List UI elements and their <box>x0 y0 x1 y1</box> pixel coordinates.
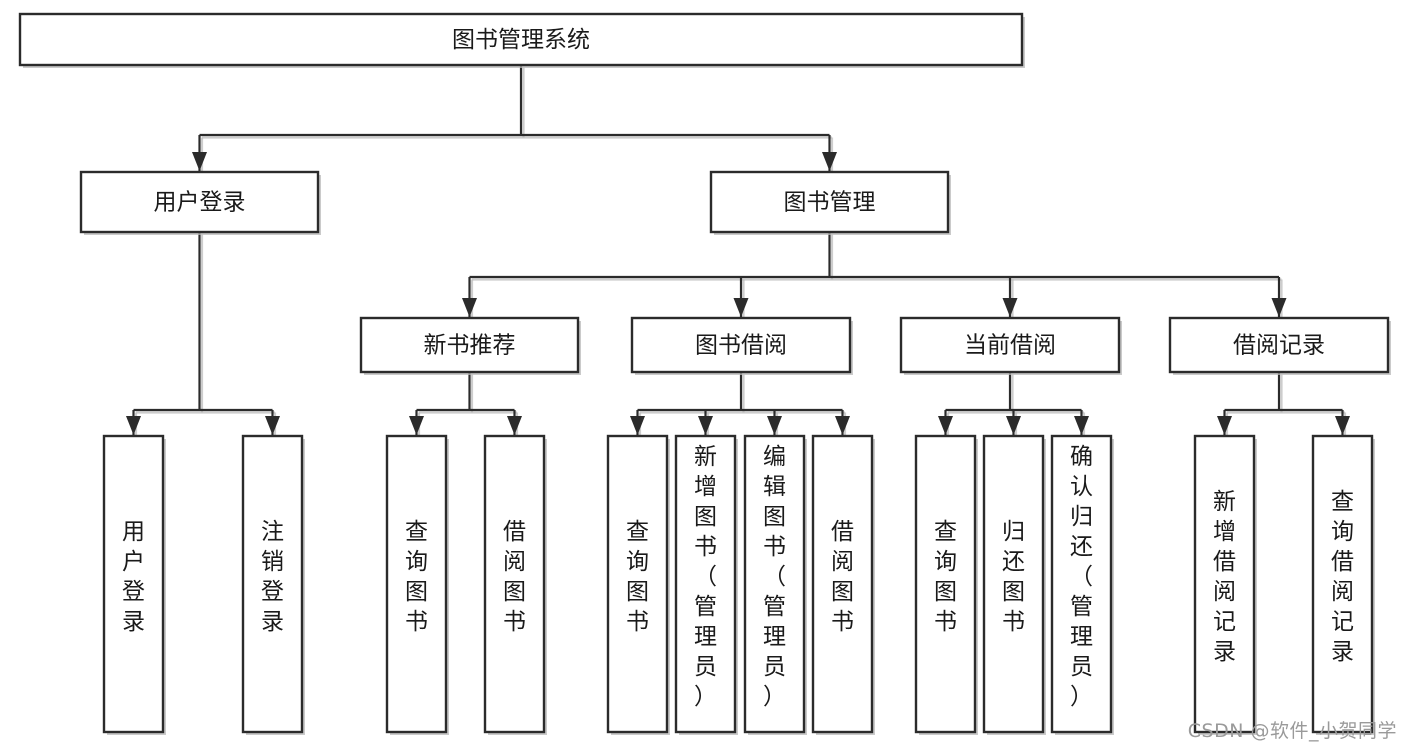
node-label: 新书推荐 <box>424 333 516 359</box>
leaf-node-box[interactable]: 借阅图书 <box>483 434 547 735</box>
arrow-head-icon <box>835 416 850 435</box>
arrow-head-icon <box>192 152 207 171</box>
leaf-node-box[interactable]: 查询借阅记录 <box>1311 434 1375 735</box>
arrow-head-icon <box>409 416 424 435</box>
arrow-head-icon <box>767 416 782 435</box>
arrow-head-icon <box>507 416 522 435</box>
arrow-head-icon <box>1271 298 1287 317</box>
arrow-head-icon <box>462 298 477 317</box>
node-label: 查询图书 <box>934 519 957 635</box>
node-label: 查询借阅记录 <box>1331 489 1354 665</box>
node-label: 借阅记录 <box>1233 333 1325 359</box>
node-label: 图书管理系统 <box>452 27 590 53</box>
node-root-图书管理系统[interactable]: 图书管理系统 <box>18 12 1025 68</box>
node-label: 确认归还（管理员） <box>1070 444 1093 710</box>
leaf-node-box[interactable]: 查询图书 <box>385 434 449 735</box>
leaf-node-box[interactable]: 注销登录 <box>241 434 305 735</box>
node-label: 用户登录 <box>122 519 145 635</box>
leaf-node-box[interactable]: 新增借阅记录 <box>1193 434 1257 735</box>
leaf-node-box[interactable]: 查询图书 <box>606 434 670 735</box>
node-label: 借阅图书 <box>831 519 854 635</box>
arrow-head-icon <box>1074 416 1089 435</box>
node-label: 编辑图书（管理员） <box>763 444 786 710</box>
node-label: 用户登录 <box>154 190 246 216</box>
node-label: 新增图书（管理员） <box>694 444 717 710</box>
arrow-head-icon <box>630 416 645 435</box>
node-借阅记录[interactable]: 借阅记录 <box>1168 316 1391 375</box>
node-layer: 图书管理系统用户登录图书管理新书推荐图书借阅当前借阅借阅记录用户登录注销登录查询… <box>18 12 1391 735</box>
node-label: 查询图书 <box>405 519 428 635</box>
arrow-head-icon <box>265 416 280 435</box>
node-label: 注销登录 <box>261 519 284 635</box>
leaf-node-box[interactable]: 确认归还（管理员） <box>1050 434 1114 735</box>
node-label: 图书管理 <box>784 190 876 216</box>
leaf-node-box[interactable]: 查询图书 <box>914 434 978 735</box>
arrow-head-icon <box>126 416 141 435</box>
arrow-head-icon <box>1006 416 1021 435</box>
leaf-node-box[interactable]: 新增图书（管理员） <box>674 434 738 735</box>
arrow-head-icon <box>1335 416 1350 435</box>
arrow-head-icon <box>938 416 953 435</box>
arrow-head-icon <box>1002 298 1018 317</box>
node-label: 借阅图书 <box>503 519 526 635</box>
node-label: 图书借阅 <box>695 333 787 359</box>
edge-layer <box>126 65 1350 438</box>
node-label: 查询图书 <box>626 519 649 635</box>
leaf-node-box[interactable]: 借阅图书 <box>811 434 875 735</box>
leaf-node-box[interactable]: 归还图书 <box>982 434 1046 735</box>
node-图书管理[interactable]: 图书管理 <box>709 170 951 235</box>
arrow-head-icon <box>733 298 749 317</box>
node-label: 当前借阅 <box>964 333 1056 359</box>
leaf-node-box[interactable]: 编辑图书（管理员） <box>743 434 807 735</box>
leaf-node-box[interactable]: 用户登录 <box>102 434 166 735</box>
node-label: 归还图书 <box>1002 519 1025 635</box>
node-新书推荐[interactable]: 新书推荐 <box>359 316 581 375</box>
arrow-head-icon <box>822 152 837 171</box>
node-图书借阅[interactable]: 图书借阅 <box>630 316 853 375</box>
arrow-head-icon <box>1217 416 1232 435</box>
node-用户登录[interactable]: 用户登录 <box>79 170 321 235</box>
arrow-head-icon <box>698 416 713 435</box>
node-当前借阅[interactable]: 当前借阅 <box>899 316 1122 375</box>
node-label: 新增借阅记录 <box>1213 489 1236 665</box>
